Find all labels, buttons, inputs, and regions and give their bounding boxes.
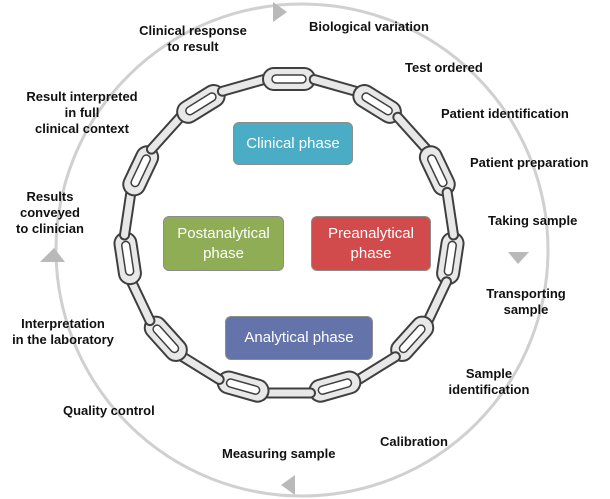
step-patient-preparation: Patient preparation [470,155,589,170]
chain-link [390,315,435,362]
cycle-arrow-down-icon [508,252,529,264]
step-test-ordered: Test ordered [405,60,483,75]
step-results-conveyed: Results conveyed to clinician [16,189,84,236]
cycle-arrow-up-icon [40,248,65,262]
cycle-arrow-right-icon [273,2,287,22]
step-sample-identification: Sample identification [448,366,530,397]
step-biological-variation: Biological variation [309,19,429,34]
step-measuring-sample: Measuring sample [222,446,336,461]
preanalytical-phase-box: Preanalytical phase [311,216,431,271]
chain-link [262,387,316,399]
step-patient-identification: Patient identification [441,106,569,121]
postanalytical-phase-box: Postanalytical phase [163,216,284,271]
step-taking-sample: Taking sample [488,213,578,228]
chain-link [262,67,316,91]
step-calibration: Calibration [380,434,448,449]
step-transporting-sample: Transporting sample [486,286,566,317]
cycle-ring [54,2,550,498]
clinical-phase-box: Clinical phase [233,122,353,165]
step-interpretation-laboratory: Interpretation in the laboratory [12,316,114,347]
cycle-arrow-left-icon [281,475,295,495]
step-clinical-response: Clinical response to result [139,23,247,54]
step-quality-control: Quality control [63,403,155,418]
chain-link [216,74,270,97]
chain-ring [113,67,465,403]
chain-link [308,370,362,403]
analytical-phase-box: Analytical phase [225,316,373,360]
chain-link [216,370,270,403]
chain-link [441,186,459,241]
step-result-interpreted: Result interpreted in full clinical cont… [26,89,138,136]
chain-link [352,83,402,124]
